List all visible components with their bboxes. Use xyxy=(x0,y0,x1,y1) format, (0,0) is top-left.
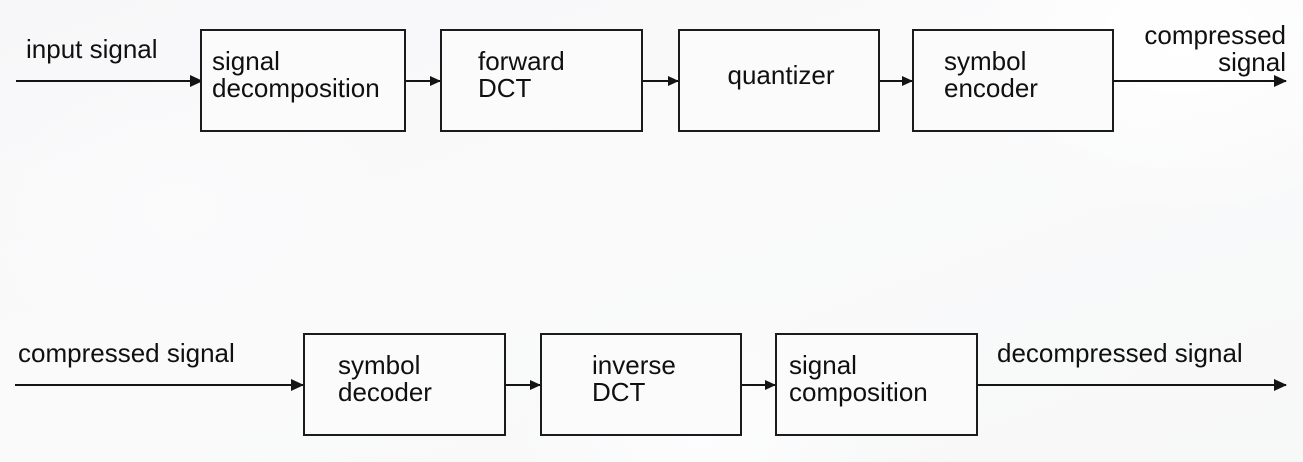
arrow-inverse-dct-to-signal-composition xyxy=(742,379,776,390)
arrow-compressed-signal-to-symbol-decoder xyxy=(15,379,304,391)
block-label-forward-dct: forward DCT xyxy=(478,46,565,104)
input-signal-label: input signal xyxy=(26,34,158,64)
block-label-symbol-decoder: symbol decoder xyxy=(338,350,432,408)
block-label-inverse-dct: inverse DCT xyxy=(592,350,676,408)
arrow-forward-dct-to-quantizer xyxy=(643,75,679,86)
compressed-signal-input-label: compressed signal xyxy=(18,338,235,368)
block-signal-composition[interactable]: signal composition xyxy=(775,333,978,436)
block-symbol-decoder[interactable]: symbol decoder xyxy=(303,333,506,436)
block-label-signal-composition: signal composition xyxy=(789,350,928,408)
arrow-symbol-encoder-to-compressed-signal xyxy=(1114,75,1287,87)
block-forward-dct[interactable]: forward DCT xyxy=(440,29,643,132)
arrow-signal-decomposition-to-forward-dct xyxy=(406,75,441,86)
arrow-quantizer-to-symbol-encoder xyxy=(880,75,913,86)
block-label-quantizer: quantizer xyxy=(727,60,835,90)
compressed-signal-output-label: compressed signal xyxy=(1144,20,1286,78)
arrow-input-to-signal-decomposition xyxy=(16,75,203,87)
decompressed-signal-label: decompressed signal xyxy=(997,338,1243,368)
block-label-signal-decomposition: signal decomposition xyxy=(212,46,380,104)
block-quantizer[interactable]: quantizer xyxy=(678,29,880,132)
block-symbol-encoder[interactable]: symbol encoder xyxy=(912,29,1114,132)
block-label-symbol-encoder: symbol encoder xyxy=(944,46,1038,104)
arrow-symbol-decoder-to-inverse-dct xyxy=(506,379,541,390)
arrow-signal-composition-to-decompressed-signal xyxy=(978,379,1287,391)
block-signal-decomposition[interactable]: signal decomposition xyxy=(200,29,406,132)
block-inverse-dct[interactable]: inverse DCT xyxy=(540,333,742,436)
